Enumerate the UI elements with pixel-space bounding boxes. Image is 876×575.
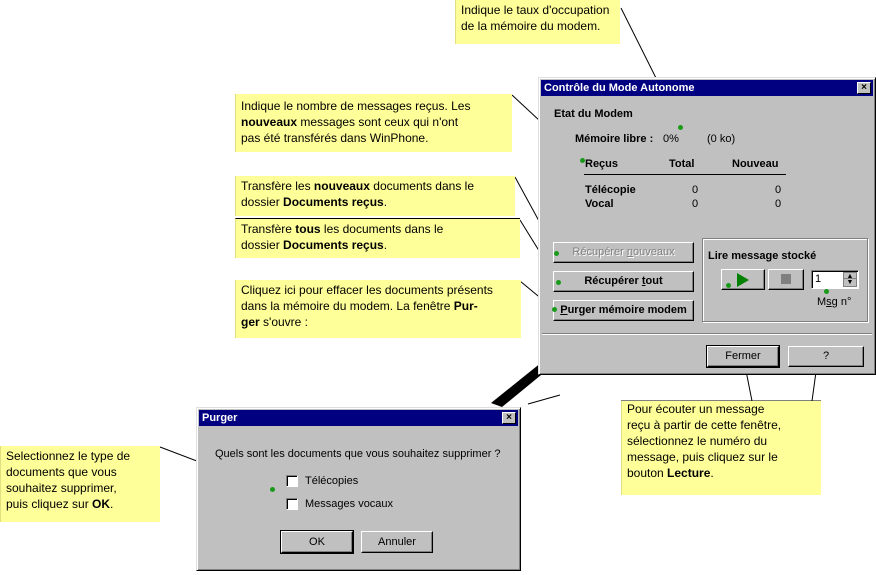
new-header: Nouveau: [732, 158, 779, 170]
pointer-dot: [554, 251, 559, 256]
play-icon: [737, 273, 749, 287]
close-icon[interactable]: ×: [857, 82, 871, 94]
dialog-title: Purger: [202, 412, 238, 424]
ok-button[interactable]: OK: [280, 530, 354, 554]
callout-text: bouton Lecture.: [627, 466, 714, 480]
stop-button[interactable]: [768, 269, 804, 290]
header-underline: [584, 174, 786, 175]
callout-recover-new: Transfère les nouveaux documents dans le…: [235, 176, 515, 216]
table-row-new: 0: [775, 198, 782, 210]
purge-dialog: Purger × Quels sont les documents que vo…: [196, 407, 521, 571]
play-stored-message-group: [702, 238, 868, 322]
message-number-input[interactable]: 1 ▲ ▼: [811, 270, 859, 289]
callout-text: dossier Documents reçus.: [241, 195, 388, 209]
callout-text: Indique le nombre de messages reçus. Les: [241, 99, 471, 113]
pointer-dot: [726, 283, 731, 288]
table-row-new: 0: [775, 184, 782, 196]
free-memory-size: (0 ko): [707, 133, 736, 145]
callout-text: de la mémoire du modem.: [461, 19, 601, 33]
pointer-dot: [678, 125, 683, 130]
message-number-value: 1: [815, 273, 822, 285]
play-button[interactable]: [721, 269, 765, 290]
callout-text: ger s'ouvre :: [241, 315, 308, 329]
callout-listen: Pour écouter un message reçu à partir de…: [621, 401, 821, 495]
callout-text: documents que vous: [6, 465, 117, 479]
autonomous-mode-dialog: Contrôle du Mode Autonome × Etat du Mode…: [538, 77, 876, 375]
callout-text: souhaitez supprimer,: [6, 481, 117, 495]
callout-text: nouveaux messages sont ceux qui n'ont: [241, 115, 459, 129]
purge-memory-button[interactable]: Purger mémoire modem: [553, 300, 694, 321]
recover-all-button[interactable]: Récupérer tout: [553, 271, 694, 292]
close-icon[interactable]: ×: [502, 412, 516, 424]
fax-option-label: Télécopies: [305, 475, 359, 487]
callout-text: Pour écouter un message: [627, 402, 765, 416]
spinner-down-button[interactable]: ▼: [843, 278, 857, 287]
total-header: Total: [669, 158, 695, 170]
table-row-total: 0: [692, 184, 699, 196]
callout-memory: Indique le taux d'occupation de la mémoi…: [455, 0, 620, 44]
received-header: Reçus: [585, 158, 619, 170]
free-memory-label: Mémoire libre :: [575, 133, 654, 145]
callout-text: pas été transférés dans WinPhone.: [241, 131, 429, 145]
table-row-total: 0: [692, 198, 699, 210]
callout-text: sélectionnez le numéro du: [627, 434, 768, 448]
separator: [542, 333, 872, 335]
callout-select-type: Selectionnez le type de documents que vo…: [0, 446, 160, 522]
table-row-label: Télécopie: [585, 184, 636, 196]
pointer-dot: [580, 158, 585, 163]
callout-text: Selectionnez le type de: [6, 449, 131, 463]
callout-text: Cliquez ici pour effacer les documents p…: [241, 283, 493, 297]
dialog-titlebar: Purger ×: [199, 410, 518, 426]
callout-text: message, puis cliquez sur le: [627, 450, 778, 464]
callout-text: puis cliquez sur OK.: [6, 497, 114, 511]
callout-text: Transfère tous les documents dans le: [241, 222, 444, 236]
table-row-label: Vocal: [585, 198, 614, 210]
dialog-title: Contrôle du Mode Autonome: [544, 82, 695, 94]
voice-checkbox[interactable]: [286, 498, 298, 510]
callout-text: dossier Documents reçus.: [241, 238, 388, 252]
purge-question: Quels sont les documents que vous souhai…: [215, 448, 501, 460]
callout-recover-all: Transfère tous les documents dans le dos…: [235, 218, 520, 258]
pointer-dot: [270, 487, 275, 492]
play-group-title: Lire message stocké: [708, 250, 817, 262]
free-memory-percent: 0%: [663, 133, 679, 145]
callout-text: reçu à partir de cette fenêtre,: [627, 418, 782, 432]
pointer-dot: [556, 280, 561, 285]
voice-option-label: Messages vocaux: [305, 498, 394, 510]
help-button[interactable]: ?: [788, 346, 864, 367]
recover-new-button[interactable]: Récupérer nouveaux: [553, 242, 694, 263]
callout-text: Indique le taux d'occupation: [461, 3, 610, 17]
callout-purge: Cliquez ici pour effacer les documents p…: [235, 280, 521, 338]
pointer-dot: [552, 307, 557, 312]
callout-text: Transfère les nouveaux documents dans le: [241, 179, 474, 193]
cancel-button[interactable]: Annuler: [361, 531, 433, 553]
dialog-titlebar: Contrôle du Mode Autonome ×: [541, 80, 873, 96]
callout-text: dans la mémoire du modem. La fenêtre Pur…: [241, 299, 478, 313]
close-button[interactable]: Fermer: [706, 345, 780, 368]
message-number-label: Msg n°: [817, 296, 852, 308]
modem-status-heading: Etat du Modem: [554, 108, 633, 120]
callout-messages: Indique le nombre de messages reçus. Les…: [235, 94, 512, 152]
fax-checkbox[interactable]: [286, 475, 298, 487]
pointer-dot: [824, 289, 829, 294]
stop-icon: [781, 274, 791, 284]
